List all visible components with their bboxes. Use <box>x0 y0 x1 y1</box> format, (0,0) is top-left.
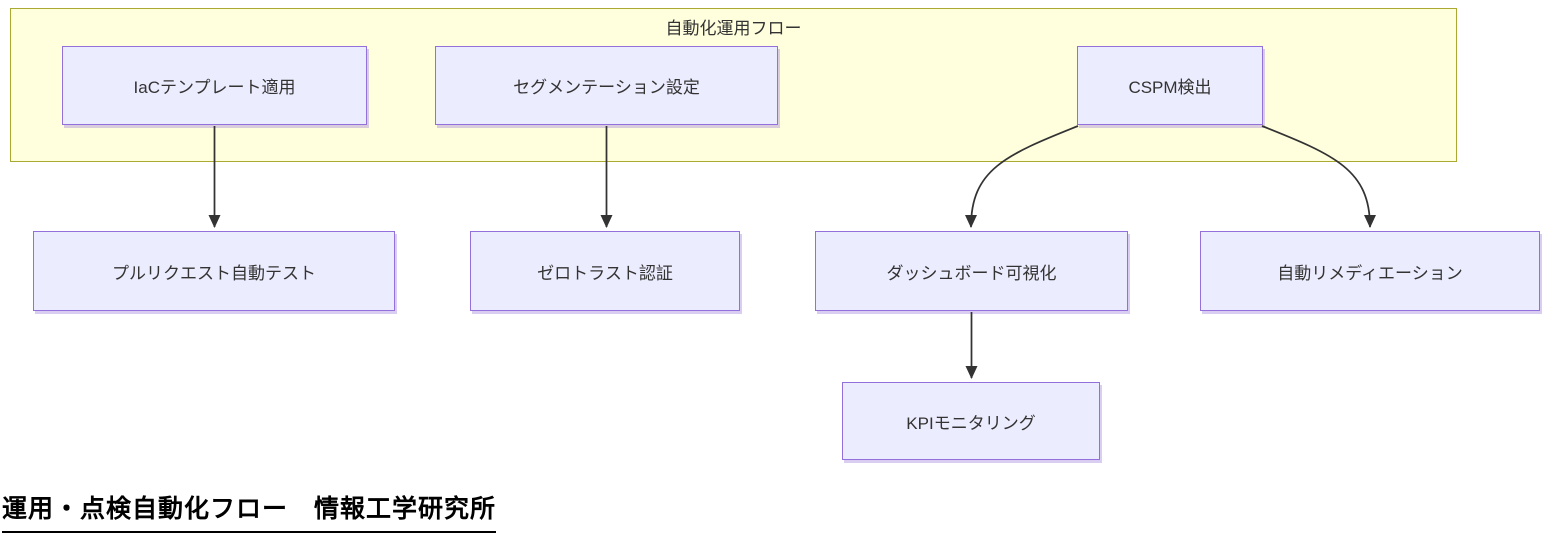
node-auto-remediation: 自動リメディエーション <box>1200 231 1540 311</box>
node-dashboard-visualization: ダッシュボード可視化 <box>815 231 1128 311</box>
cluster-label: 自動化運用フロー <box>665 19 802 38</box>
node-label: KPIモニタリング <box>906 413 1036 433</box>
node-label: プルリクエスト自動テスト <box>112 263 316 283</box>
node-zero-trust-auth: ゼロトラスト認証 <box>470 231 740 311</box>
diagram-title: 運用・点検自動化フロー 情報工学研究所 <box>2 489 497 533</box>
node-label: CSPM検出 <box>1128 78 1212 97</box>
node-segmentation-settings: セグメンテーション設定 <box>435 46 778 125</box>
node-label: IaCテンプレート適用 <box>133 78 296 97</box>
node-kpi-monitoring: KPIモニタリング <box>842 382 1100 460</box>
node-label: ダッシュボード可視化 <box>886 263 1057 283</box>
node-pull-request-auto-test: プルリクエスト自動テスト <box>33 231 395 311</box>
node-iac-template-apply: IaCテンプレート適用 <box>62 46 367 125</box>
node-label: セグメンテーション設定 <box>513 78 700 97</box>
node-label: ゼロトラスト認証 <box>537 263 673 283</box>
node-cspm-detection: CSPM検出 <box>1077 46 1263 125</box>
node-label: 自動リメディエーション <box>1277 263 1463 283</box>
